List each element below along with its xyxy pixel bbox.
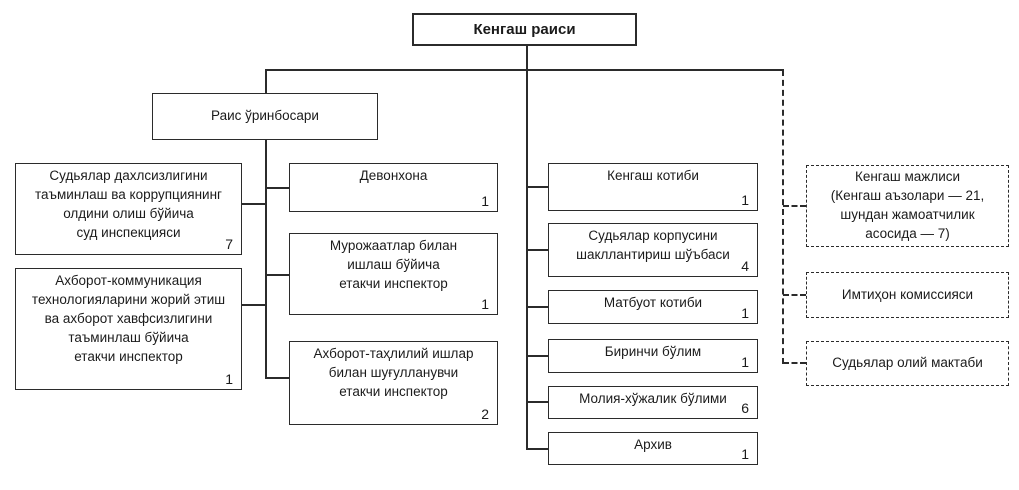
connector-stub-right2 (526, 249, 549, 251)
connector-deputy-drop (265, 69, 267, 94)
judge-corps-department-label: Судьялар корпусини шакллантириш шўъбаси (576, 228, 730, 262)
first-department-label: Биринчи бўлим (604, 344, 702, 359)
first-department-count: 1 (741, 354, 749, 371)
connector-stub-dashed3 (783, 362, 806, 364)
ict-inspector-label: Ахборот-коммуникация технологияларини жо… (31, 273, 226, 364)
chancellery-count: 1 (481, 193, 489, 210)
connector-stub-mid1 (265, 187, 290, 189)
deputy-chairman-label: Раис ўринбосари (211, 108, 319, 124)
connector-stub-dashed2 (783, 294, 806, 296)
analytical-inspector-count: 2 (481, 406, 489, 423)
org-box-council-session: Кенгаш мажлиси (Кенгаш аъзолари — 21, шу… (806, 165, 1009, 247)
org-box-supreme-school-of-judges: Судьялар олий мактаби (806, 341, 1009, 386)
connector-stub-mid2 (265, 274, 290, 276)
council-session-label: Кенгаш мажлиси (Кенгаш аъзолари — 21, шу… (830, 169, 985, 241)
judicial-inspection-label: Судьялар дахлсизлигини таъминлаш ва корр… (35, 168, 222, 240)
org-box-ict-inspector: Ахборот-коммуникация технологияларини жо… (15, 268, 242, 390)
appeals-inspector-label: Мурожаатлар билан ишлаш бўйича етакчи ин… (329, 238, 458, 291)
supreme-school-of-judges-label: Судьялар олий мактаби (832, 355, 983, 371)
judge-corps-department-count: 4 (741, 258, 749, 275)
connector-stub-mid3 (265, 377, 290, 379)
archive-count: 1 (741, 446, 749, 463)
connector-stub-right6 (526, 448, 549, 450)
org-box-archive: Архив 1 (548, 432, 758, 465)
org-box-judicial-inspection: Судьялар дахлсизлигини таъминлаш ва корр… (15, 163, 242, 255)
connector-stub-right1 (526, 186, 549, 188)
chancellery-label: Девонхона (359, 168, 428, 183)
org-box-council-secretary: Кенгаш котиби 1 (548, 163, 758, 211)
connector-central-trunk (526, 46, 528, 449)
council-secretary-label: Кенгаш котиби (607, 168, 699, 183)
press-secretary-count: 1 (741, 305, 749, 322)
analytical-inspector-label: Ахборот-таҳлилий ишлар билан шуғулланувч… (313, 346, 474, 399)
archive-label: Архив (634, 437, 672, 452)
org-box-appeals-inspector: Мурожаатлар билан ишлаш бўйича етакчи ин… (289, 233, 498, 315)
connector-stub-right4 (526, 355, 549, 357)
org-box-finance-department: Молия-хўжалик бўлими 6 (548, 386, 758, 419)
connector-top-horizontal (266, 69, 784, 71)
connector-stub-dashed1 (783, 205, 806, 207)
org-box-analytical-inspector: Ахборот-таҳлилий ишлар билан шуғулланувч… (289, 341, 498, 425)
connector-left-trunk (265, 140, 267, 379)
ict-inspector-count: 1 (225, 371, 233, 388)
connector-stub-right5 (526, 401, 549, 403)
org-box-council-chairman: Кенгаш раиси (412, 13, 637, 46)
org-box-deputy-chairman: Раис ўринбосари (152, 93, 378, 140)
connector-stub-left1 (242, 203, 266, 205)
press-secretary-label: Матбуот котиби (603, 295, 703, 310)
org-box-chancellery: Девонхона 1 (289, 163, 498, 212)
appeals-inspector-count: 1 (481, 296, 489, 313)
finance-department-count: 6 (741, 400, 749, 417)
finance-department-label: Молия-хўжалик бўлими (579, 391, 727, 406)
council-chairman-label: Кенгаш раиси (473, 21, 576, 38)
org-box-judge-corps-department: Судьялар корпусини шакллантириш шўъбаси … (548, 223, 758, 277)
org-box-first-department: Биринчи бўлим 1 (548, 339, 758, 373)
connector-dashed-trunk (782, 70, 784, 364)
org-box-exam-commission: Имтиҳон комиссияси (806, 272, 1009, 318)
judicial-inspection-count: 7 (225, 236, 233, 253)
council-secretary-count: 1 (741, 192, 749, 209)
exam-commission-label: Имтиҳон комиссияси (841, 286, 974, 302)
connector-stub-left2 (242, 304, 266, 306)
connector-stub-right3 (526, 306, 549, 308)
org-box-press-secretary: Матбуот котиби 1 (548, 290, 758, 324)
